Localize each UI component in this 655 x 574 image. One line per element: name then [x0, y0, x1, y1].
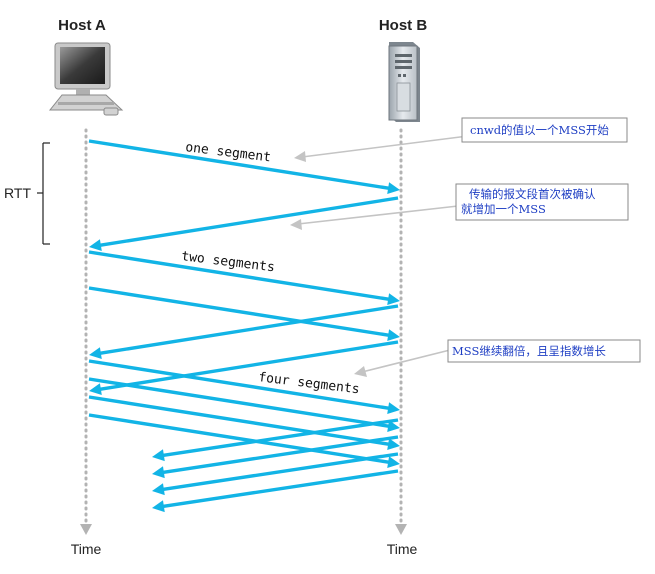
host-a-time-arrowhead — [80, 524, 92, 535]
segment-arrow-4b — [88, 377, 400, 433]
note3-text: MSS继续翻倍，且呈指数增长 — [452, 344, 606, 358]
ack-arrow-2a-head — [89, 347, 102, 360]
segment-arrow-4c-head — [387, 438, 400, 451]
segment-arrow-4a-shaft — [88, 359, 391, 411]
ack-arrow-4a-shaft — [161, 418, 399, 458]
ack-arrow-4b-shaft — [161, 435, 399, 475]
ack-arrow-4d — [152, 469, 399, 513]
ack-arrow-2b — [89, 340, 399, 396]
segment-arrow-1-head — [387, 182, 400, 195]
segment-arrow-1 — [88, 139, 400, 195]
two-segments-label: two segments — [181, 249, 276, 275]
ack-arrow-4d-shaft — [161, 469, 399, 509]
segment-arrow-4c — [88, 395, 400, 451]
four-segments-label: four segments — [258, 370, 361, 397]
host-b-time-arrowhead — [395, 524, 407, 535]
segment-arrow-1-shaft — [88, 139, 391, 191]
ack-arrow-4c — [152, 452, 399, 496]
segment-arrow-4a — [88, 359, 400, 415]
segment-arrow-4d-shaft — [88, 413, 391, 465]
segment-arrow-4b-shaft — [88, 377, 391, 429]
ack-arrow-4a-head — [152, 449, 165, 462]
segment-arrow-4d — [88, 413, 400, 469]
note2-pointer — [290, 205, 459, 230]
host-a-title: Host A — [58, 17, 106, 34]
rtt-bracket — [37, 142, 50, 245]
ack-arrow-4c-head — [152, 483, 165, 496]
segment-arrow-2b — [88, 286, 400, 342]
segment-arrow-2b-shaft — [88, 286, 391, 338]
note1-pointer — [294, 135, 469, 162]
rtt-label: RTT — [4, 185, 31, 201]
ack-arrow-4b — [152, 435, 399, 479]
note3-box — [447, 339, 641, 363]
segment-arrow-2a-shaft — [88, 250, 391, 302]
ack-arrow-4a — [152, 418, 399, 462]
note1-box — [461, 117, 628, 143]
segment-arrow-4b-head — [387, 420, 400, 433]
server-tower-icon — [388, 42, 420, 122]
segment-arrow-4c-shaft — [88, 395, 391, 447]
host-b-title: Host B — [379, 17, 428, 34]
segment-arrow-2a — [88, 250, 400, 306]
segment-arrows — [88, 139, 400, 513]
note2-text-line1: 传输的报文段首次被确认 — [469, 187, 596, 201]
desktop-computer-icon — [48, 42, 124, 116]
time-label-right: Time — [387, 541, 418, 557]
ack-arrow-4c-shaft — [161, 452, 399, 492]
segment-arrow-2a-head — [387, 293, 400, 306]
ack-arrow-1-head — [89, 239, 102, 252]
note3-pointer — [354, 349, 451, 377]
note2-text-line2: 就增加一个MSS — [461, 202, 546, 216]
segment-arrow-4a-head — [387, 402, 400, 415]
ack-arrow-1 — [89, 196, 399, 252]
ack-arrow-2b-shaft — [98, 340, 399, 392]
ack-arrow-1-shaft — [98, 196, 399, 248]
ack-arrow-2a — [89, 304, 399, 360]
ack-arrow-4d-head — [152, 500, 165, 513]
segment-arrow-4d-head — [387, 456, 400, 469]
ack-arrow-2b-head — [89, 383, 102, 396]
time-label-left: Time — [71, 541, 102, 557]
ack-arrow-4b-head — [152, 466, 165, 479]
ack-arrow-2a-shaft — [98, 304, 399, 356]
segment-arrow-2b-head — [387, 329, 400, 342]
note1-text: cnwd的值以一个MSS开始 — [470, 123, 609, 137]
note2-box — [455, 183, 629, 221]
